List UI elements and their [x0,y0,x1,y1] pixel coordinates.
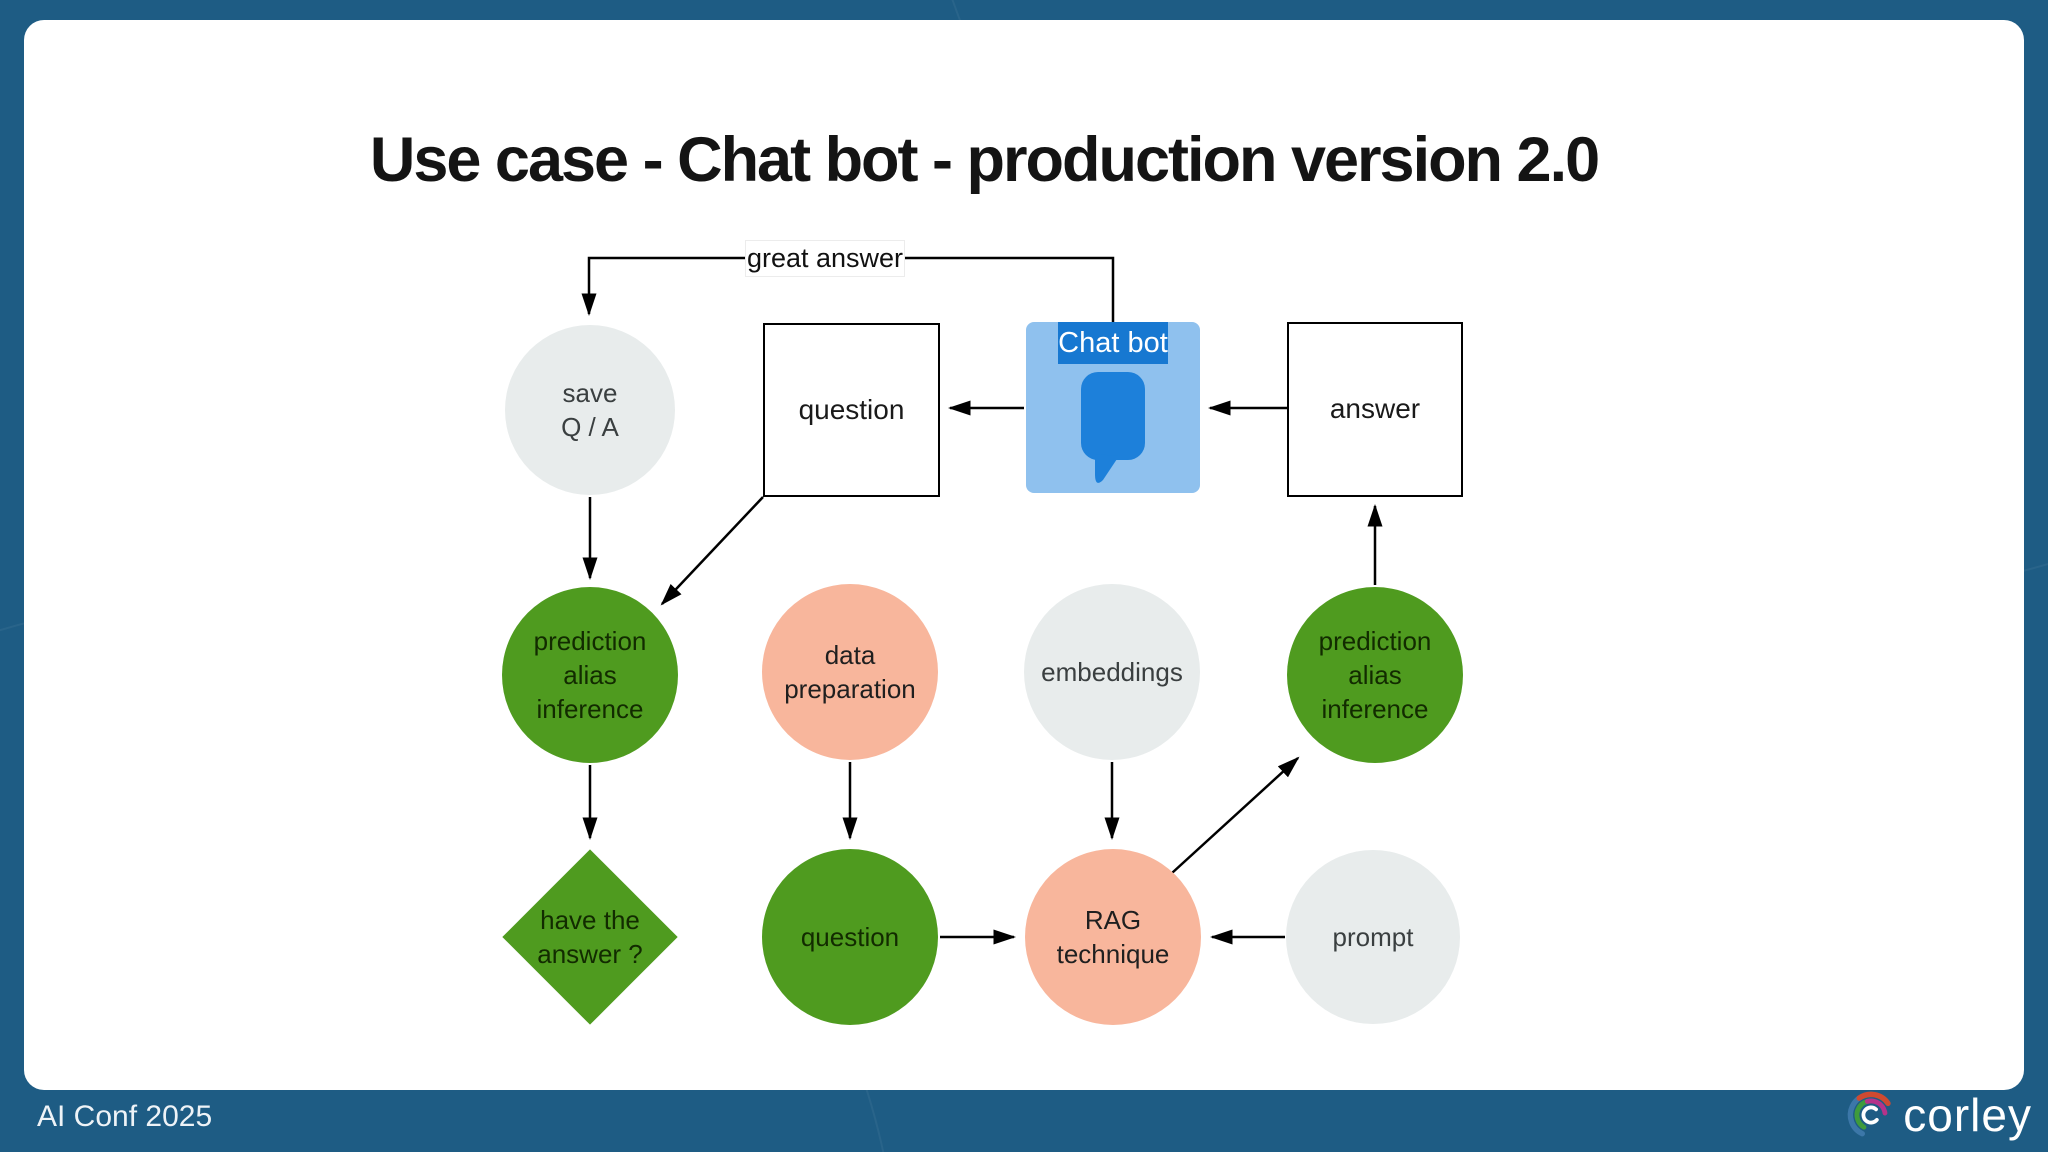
edge-rag-to-prediction [1171,756,1300,874]
slide-canvas: Use case - Chat bot - production version… [24,20,2024,1090]
brand-logo: corley [1845,1088,2032,1142]
node-prediction-left-label: prediction alias inference [533,625,647,725]
slide-title: Use case - Chat bot - production version… [369,125,1600,195]
node-prediction-right: prediction alias inference [1287,587,1463,763]
edge-question-to-prediction [660,496,764,606]
node-answer-box: answer [1287,322,1463,497]
node-save-qa: save Q / A [505,325,675,495]
chat-bubble-icon [1081,371,1145,483]
node-data-preparation: data preparation [762,584,938,760]
node-have-answer: have the answer ? [502,875,678,999]
node-have-answer-label: have the answer ? [537,904,643,969]
node-embeddings-label: embeddings [1041,656,1183,687]
chatbot-title: Chat bot [1058,322,1168,364]
node-question-box: question [763,323,940,497]
node-prediction-right-label: prediction alias inference [1318,625,1432,725]
node-chatbot: Chat bot [1026,322,1200,493]
node-question-circle-label: question [800,921,900,952]
node-prompt-label: prompt [1332,921,1414,952]
corley-logo-icon [1847,1091,1895,1139]
node-question-circle: question [762,849,938,1025]
node-question-box-label: question [798,393,905,425]
node-rag-technique-label: RAG technique [1056,904,1170,969]
node-data-preparation-label: data preparation [784,639,916,704]
node-embeddings: embeddings [1024,584,1200,760]
node-rag-technique: RAG technique [1025,849,1201,1025]
node-save-qa-label: save Q / A [561,377,619,442]
node-answer-box-label: answer [1329,393,1421,425]
node-prediction-left: prediction alias inference [502,587,678,763]
brand-name: corley [1903,1089,2032,1141]
chatbot-body [1067,364,1159,493]
edge-label-great-answer: great answer [745,240,905,277]
footer-conference-label: AI Conf 2025 [37,1100,213,1133]
node-prompt: prompt [1286,850,1460,1024]
